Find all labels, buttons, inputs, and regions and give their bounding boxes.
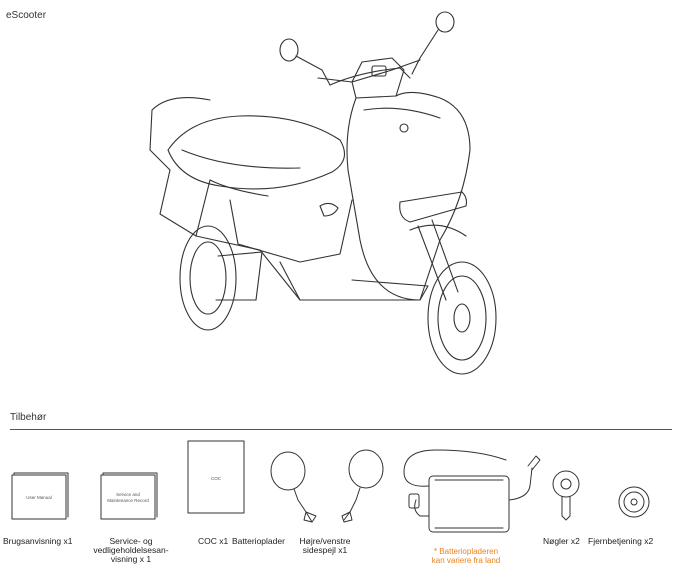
coc-label: COC x1 xyxy=(198,536,229,546)
section-divider xyxy=(10,429,672,430)
charger-label: Batterioplader xyxy=(232,536,285,546)
charger-note: * Batteriopladeren kan variere fra land xyxy=(431,547,501,565)
user-manual-cover-text: User Manual xyxy=(26,495,52,500)
service-book xyxy=(100,472,158,520)
scooter-illustration xyxy=(149,11,497,375)
mirror-icon xyxy=(341,449,384,523)
mirror-icon xyxy=(270,451,317,523)
accessories-title: Tilbehør xyxy=(10,412,47,423)
remote-icon xyxy=(618,486,650,518)
user-manual-label: Brugsanvisning x1 xyxy=(3,536,73,546)
battery-charger-icon xyxy=(403,449,541,533)
service-label: Service- og vedligeholdelsesan- visning … xyxy=(93,536,169,564)
key-icon xyxy=(552,470,580,521)
service-cover-text-2: Maintenance Record xyxy=(107,498,149,503)
page-title: eScooter xyxy=(6,10,47,21)
keys-label: Nøgler x2 xyxy=(543,536,580,546)
coc-cover-text: COC xyxy=(211,476,222,481)
user-manual-book xyxy=(11,472,69,520)
mirrors-label: Højre/venstre sidespejl x1 xyxy=(299,536,351,555)
remote-label: Fjernbetjening x2 xyxy=(588,536,654,546)
service-cover-text-1: Service and xyxy=(116,492,140,497)
coc-document xyxy=(187,440,245,514)
